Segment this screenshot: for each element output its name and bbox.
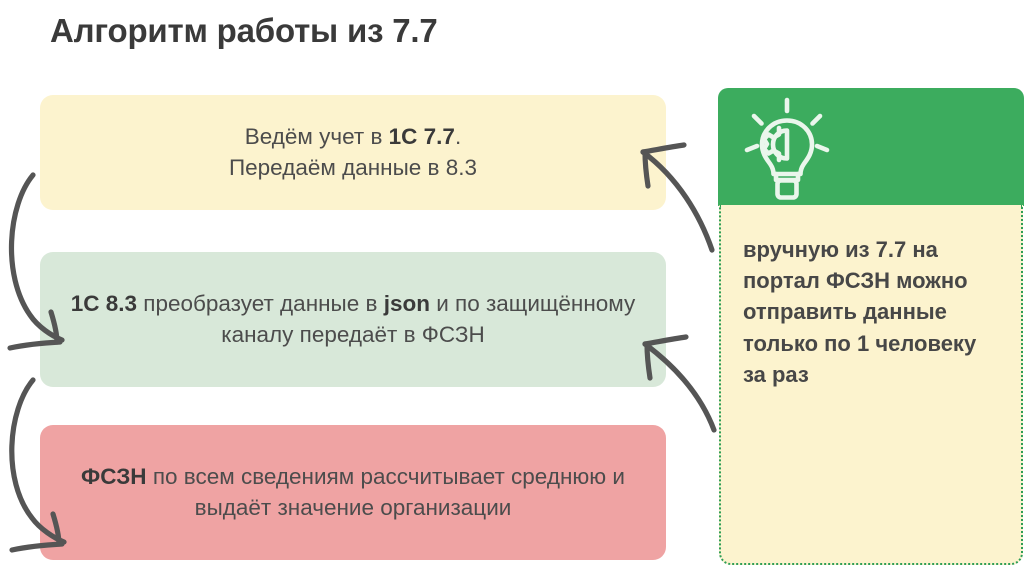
flow-step-1-line-1-bold: 1С 7.7 <box>388 124 455 150</box>
page-title: Алгоритм работы из 7.7 <box>50 12 438 49</box>
flow-step-1-line-1-post: . <box>454 124 462 150</box>
flow-step-2-text: 1С 8.3 преобразует данные в json и по за… <box>66 289 640 350</box>
flow-step-3-text: ФСЗН по всем сведениям рассчитывает сред… <box>66 462 640 523</box>
tip-card-header <box>718 88 1024 206</box>
flow-step-1-line-2: Передаём данные в 8.3 <box>228 154 477 180</box>
tip-card: вручную из 7.7 на портал ФСЗН можно отпр… <box>718 88 1024 566</box>
tip-card-body: вручную из 7.7 на портал ФСЗН можно отпр… <box>719 205 1023 565</box>
tip-card-text: вручную из 7.7 на портал ФСЗН можно отпр… <box>743 237 977 387</box>
flow-step-2-mid-2: и по защищённому каналу передаёт в ФСЗН <box>221 291 636 347</box>
lightbulb-gear-icon <box>732 94 842 205</box>
flow-step-1-line-1: Ведём учет в 1С 7.7. <box>229 122 477 152</box>
flow-step-3-bold-1: ФСЗН <box>81 464 147 490</box>
flow-step-1-box: Ведём учет в 1С 7.7. Передаём данные в 8… <box>40 95 666 210</box>
flow-step-2-bold-2: json <box>383 291 430 317</box>
flow-step-1-text: Ведём учет в 1С 7.7. Передаём данные в 8… <box>229 122 477 183</box>
flow-step-2-bold-1: 1С 8.3 <box>70 291 138 317</box>
flow-step-3-rest: по всем сведениям рассчитывает среднюю и… <box>146 464 625 520</box>
flow-step-1-line-1-pre: Ведём учет в <box>244 124 389 150</box>
flow-step-2-mid-1: преобразует данные в <box>137 291 384 317</box>
flow-step-3-box: ФСЗН по всем сведениям рассчитывает сред… <box>40 425 666 560</box>
flow-step-2-box: 1С 8.3 преобразует данные в json и по за… <box>40 252 666 387</box>
